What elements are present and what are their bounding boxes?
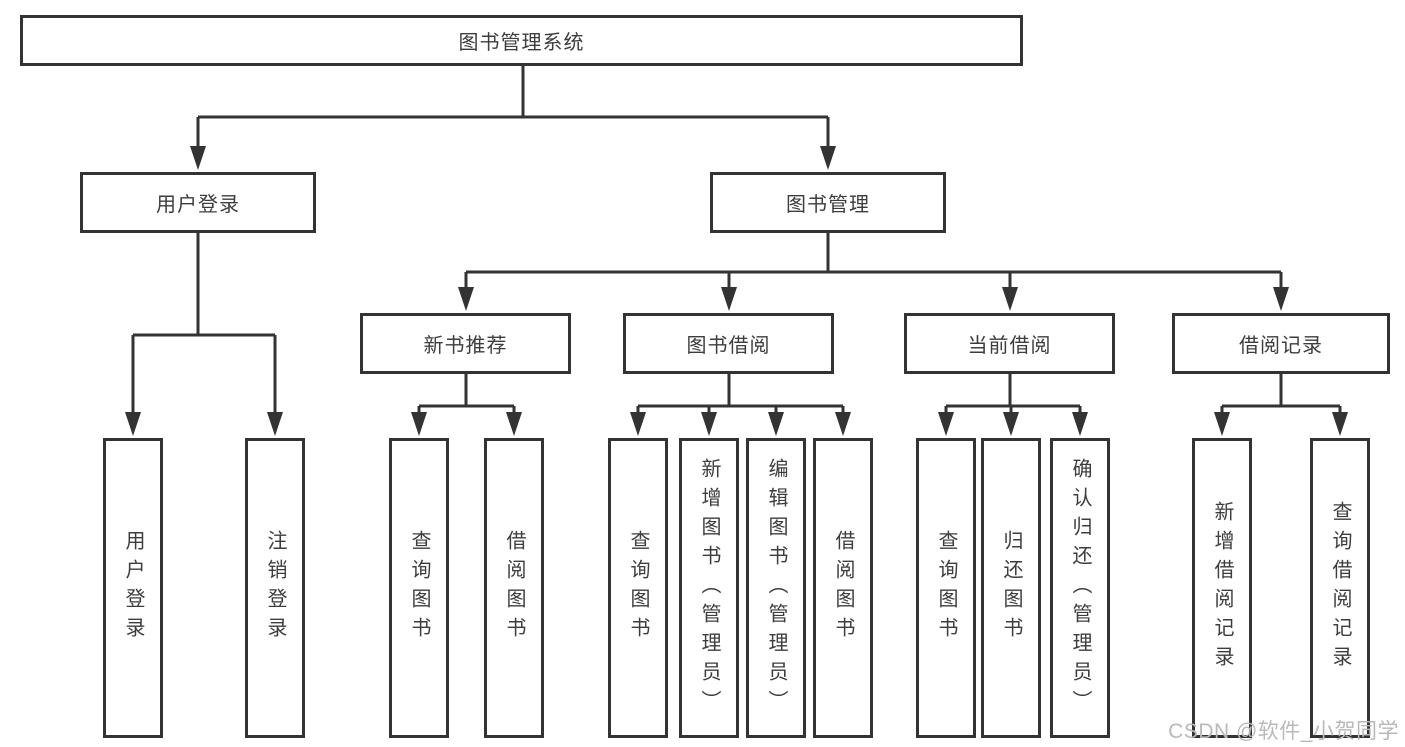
- node-root: 图书管理系统: [20, 15, 1023, 66]
- leaf-label: 编辑图书（管理员）: [765, 457, 787, 719]
- node-leaf-bb-edit-book: 编辑图书（管理员）: [746, 438, 806, 738]
- leaf-label: 新增图书（管理员）: [698, 457, 720, 719]
- node-leaf-nbr-borrow-book: 借阅图书: [484, 438, 544, 738]
- leaf-label: 注销登录: [264, 530, 286, 646]
- arrowhead-borrow-record: [1273, 287, 1289, 311]
- leaf-label: 查询图书: [935, 530, 957, 646]
- node-book-borrow: 图书借阅: [623, 313, 834, 374]
- connector-book-borrow-to-leaves: [636, 374, 845, 416]
- node-leaf-cb-query-book: 查询图书: [916, 438, 976, 738]
- arrowhead-leaf-logout: [267, 412, 283, 436]
- arrowhead-bb-add-book: [701, 412, 717, 436]
- arrowhead-book-borrow: [721, 287, 737, 311]
- node-user-login: 用户登录: [80, 172, 316, 233]
- arrowhead-cb-confirm-return: [1072, 412, 1088, 436]
- connector-book-management-to-level3: [464, 233, 1283, 291]
- arrowhead-bb-edit-book: [768, 412, 784, 436]
- arrowhead-cb-return-book: [1003, 412, 1019, 436]
- arrowhead-book-management: [820, 146, 836, 170]
- csdn-watermark: CSDN @软件_小贺同学: [1168, 720, 1399, 743]
- node-leaf-bb-borrow-book: 借阅图书: [813, 438, 873, 738]
- arrowhead-leaf-user-login: [125, 412, 141, 436]
- leaf-label: 新增借阅记录: [1211, 501, 1233, 675]
- node-book-management: 图书管理: [710, 172, 946, 233]
- arrowhead-current-borrow: [1002, 287, 1018, 311]
- leaf-label: 确认归还（管理员）: [1069, 457, 1091, 719]
- connector-user-login-to-leaves: [131, 233, 277, 416]
- arrowhead-new-book-recommend: [458, 287, 474, 311]
- connector-current-borrow-to-leaves: [944, 374, 1082, 416]
- node-leaf-cb-confirm-return: 确认归还（管理员）: [1050, 438, 1110, 738]
- node-leaf-nbr-query-book: 查询图书: [389, 438, 449, 738]
- node-leaf-bb-add-book: 新增图书（管理员）: [679, 438, 739, 738]
- arrowhead-br-query-record: [1332, 412, 1348, 436]
- node-borrow-record: 借阅记录: [1172, 313, 1390, 374]
- node-new-book-recommend: 新书推荐: [360, 313, 571, 374]
- connector-borrow-record-to-leaves: [1220, 374, 1342, 416]
- node-leaf-bb-query-book: 查询图书: [608, 438, 668, 738]
- leaf-label: 查询图书: [408, 530, 430, 646]
- connector-new-book-recommend-to-leaves: [417, 374, 516, 416]
- connector-root-to-level2: [196, 66, 830, 150]
- node-leaf-br-query-record: 查询借阅记录: [1310, 438, 1370, 738]
- arrowhead-bb-borrow-book: [835, 412, 851, 436]
- leaf-label: 借阅图书: [503, 530, 525, 646]
- leaf-label: 查询图书: [627, 530, 649, 646]
- arrowhead-bb-query-book: [630, 412, 646, 436]
- arrowhead-cb-query-book: [938, 412, 954, 436]
- arrowhead-nbr-borrow-book: [506, 412, 522, 436]
- arrowhead-user-login: [190, 146, 206, 170]
- node-leaf-logout: 注销登录: [245, 438, 305, 738]
- node-leaf-cb-return-book: 归还图书: [981, 438, 1041, 738]
- node-current-borrow: 当前借阅: [904, 313, 1115, 374]
- leaf-label: 借阅图书: [832, 530, 854, 646]
- leaf-label: 归还图书: [1000, 530, 1022, 646]
- arrowhead-nbr-query-book: [411, 412, 427, 436]
- leaf-label: 查询借阅记录: [1329, 501, 1351, 675]
- leaf-label: 用户登录: [122, 530, 144, 646]
- node-leaf-user-login: 用户登录: [103, 438, 163, 738]
- arrowhead-br-add-record: [1214, 412, 1230, 436]
- node-leaf-br-add-record: 新增借阅记录: [1192, 438, 1252, 738]
